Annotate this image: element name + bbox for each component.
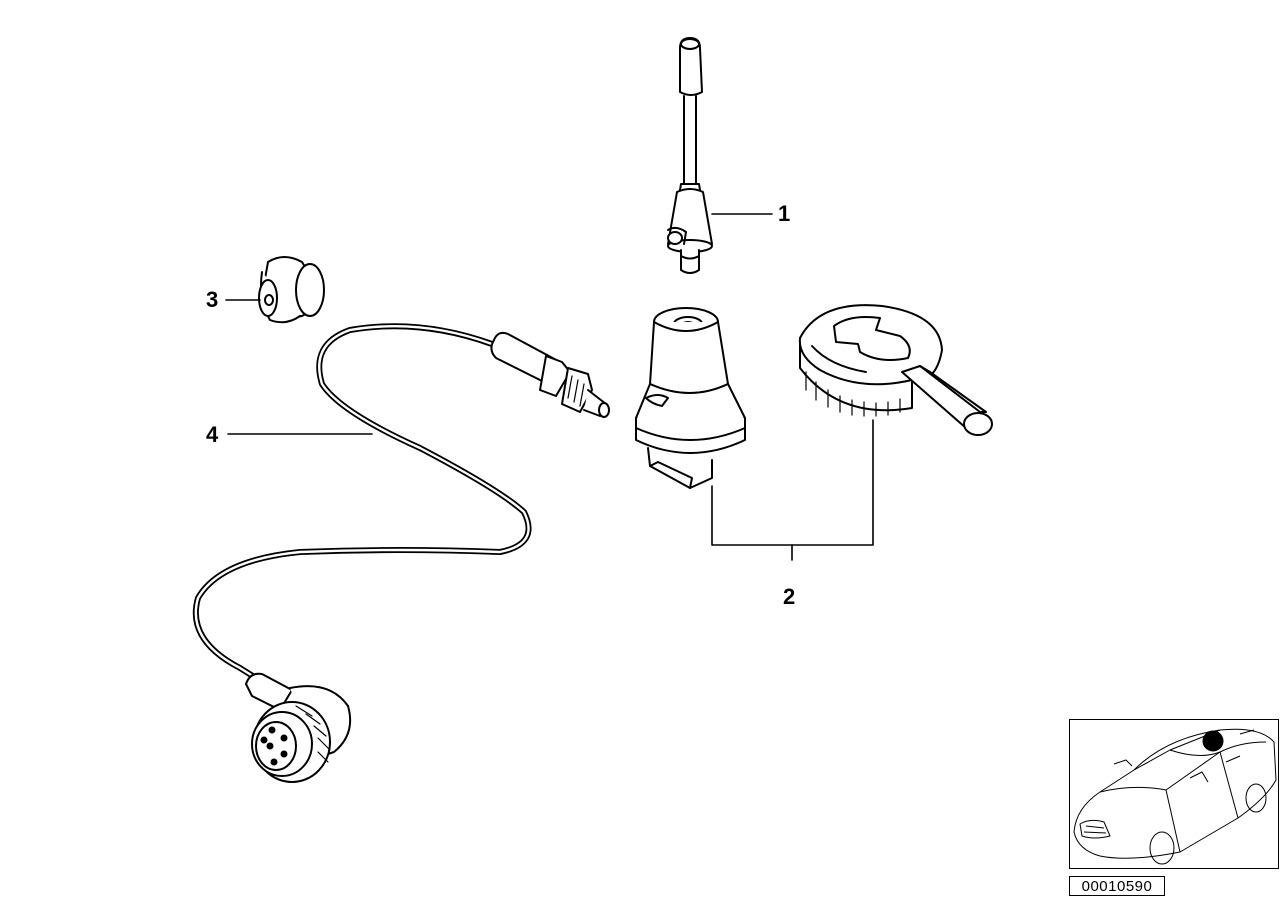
antenna-mast-part [667, 37, 773, 274]
callout-part-1: 1 [778, 201, 791, 226]
locator-dot [1202, 730, 1224, 752]
callout-part-3: 3 [206, 287, 219, 312]
mounting-wrench-part [798, 304, 993, 436]
grommet-part [225, 256, 325, 324]
callout-part-2: 2 [783, 584, 796, 609]
antenna-cable-part [192, 323, 610, 783]
vehicle-locator-thumbnail [1069, 719, 1279, 869]
car-outline-icon [1073, 728, 1277, 865]
antenna-base-part [635, 307, 874, 561]
callout-part-4: 4 [206, 422, 219, 447]
diagram-reference-number: 00010590 [1069, 876, 1165, 896]
